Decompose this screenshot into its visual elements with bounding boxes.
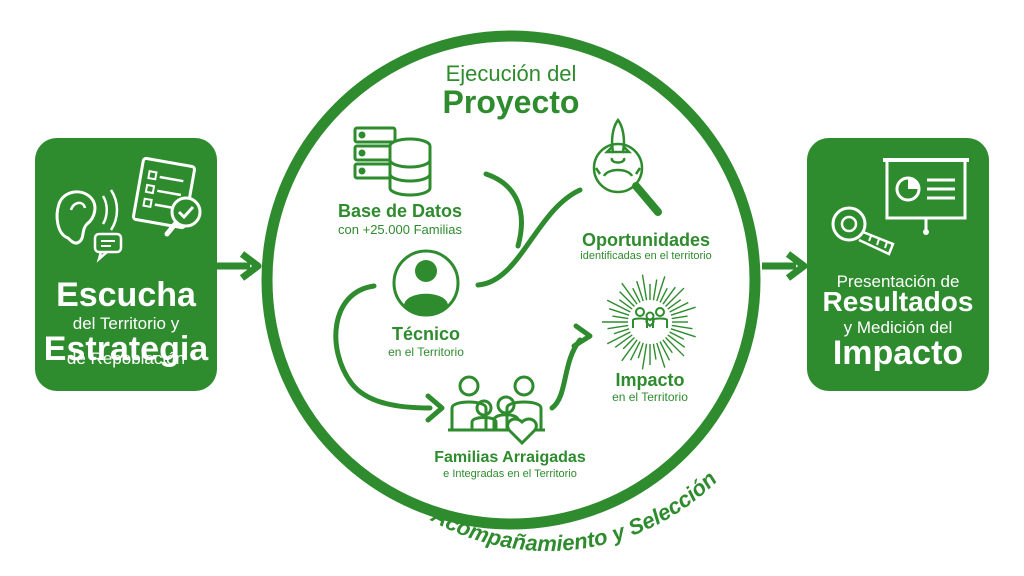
- arrow-right-icon: [762, 251, 808, 281]
- sunburst-ray: [665, 287, 685, 307]
- impact-title: Impacto: [615, 370, 685, 390]
- sunburst-ray: [606, 331, 631, 345]
- right-line1: Presentación de: [836, 272, 960, 291]
- sunburst-ray: [619, 291, 635, 307]
- opportunities-title: Oportunidades: [581, 230, 710, 250]
- rocket-magnifier-icon: [592, 117, 662, 216]
- flow-arrows: [333, 171, 593, 423]
- sunburst-ray: [670, 306, 696, 316]
- sunburst-ray: [608, 308, 630, 316]
- arrow-left-icon: [217, 251, 262, 281]
- sunburst-ray: [618, 299, 633, 310]
- sunburst-ray: [612, 315, 629, 320]
- right-line4: Impacto: [832, 334, 964, 372]
- left-line3: Estrategia: [43, 330, 209, 368]
- sunburst-ray: [614, 334, 633, 348]
- technician-avatar-icon: [392, 249, 460, 317]
- sunburst-ray: [641, 343, 648, 370]
- sunburst-ray: [670, 328, 696, 338]
- opportunities-subtitle: identificadas en el territorio: [580, 250, 712, 262]
- sunburst-ray: [659, 341, 671, 361]
- circle-title-bold: Proyecto: [442, 84, 580, 120]
- sunburst-ray: [606, 299, 631, 313]
- sunburst-ray: [665, 337, 685, 357]
- sunburst-ray: [652, 343, 657, 360]
- sunburst-ray: [656, 276, 666, 302]
- listening-strategy-icon: [55, 156, 202, 263]
- results-impact-box: Presentación de Resultados y Medición de…: [807, 138, 989, 391]
- listening-strategy-box: Escucha del Territorio y Estrategia de R…: [35, 138, 217, 391]
- sunburst-ray: [641, 274, 648, 301]
- sunburst-ray: [671, 315, 688, 320]
- database-title: Base de Datos: [337, 201, 463, 221]
- sunburst-ray: [621, 282, 638, 305]
- families-subtitle: e Integradas en el Territorio: [443, 468, 577, 480]
- sunburst-ray: [669, 301, 689, 313]
- sunburst-ray: [667, 299, 682, 310]
- database-icon: [353, 126, 432, 197]
- right-line2: Resultados: [822, 286, 974, 317]
- sunburst-ray: [632, 287, 641, 303]
- left-line2: del Territorio y: [72, 314, 180, 333]
- sunburst-ray: [656, 342, 666, 368]
- results-impact-icon: [831, 158, 969, 256]
- sunburst-ray: [662, 286, 676, 305]
- technician-title: Técnico: [391, 324, 461, 344]
- impact-people-icon: [632, 307, 668, 328]
- sunburst-ray: [667, 334, 686, 348]
- sunburst-ray: [629, 341, 641, 361]
- right-line3: y Medición del: [843, 318, 953, 337]
- sunburst-ray: [622, 337, 635, 350]
- left-line4: de Repoblación: [66, 349, 186, 368]
- sunburst-ray: [662, 339, 673, 354]
- sunburst-ray: [613, 328, 630, 335]
- sunburst-ray: [621, 339, 638, 362]
- impact-subtitle: en el Territorio: [612, 390, 688, 404]
- left-line1: Escucha: [56, 276, 196, 314]
- database-subtitle: con +25.000 Familias: [338, 222, 462, 237]
- sunburst-ray: [671, 324, 693, 330]
- sunburst-ray: [636, 280, 644, 302]
- technician-subtitle: en el Territorio: [388, 345, 464, 359]
- sunburst-ray: [659, 287, 668, 303]
- project-circle: [261, 30, 761, 530]
- circle-title-top: Ejecución del: [445, 61, 577, 86]
- sunburst-ray: [669, 331, 685, 340]
- sunburst-ray: [607, 324, 629, 330]
- sunburst-ray: [637, 342, 644, 359]
- sunburst-ray: [652, 279, 658, 301]
- impact-sunburst-icon: [602, 274, 696, 370]
- families-title: Familias Arraigadas: [434, 449, 586, 466]
- families-icon: [448, 375, 545, 446]
